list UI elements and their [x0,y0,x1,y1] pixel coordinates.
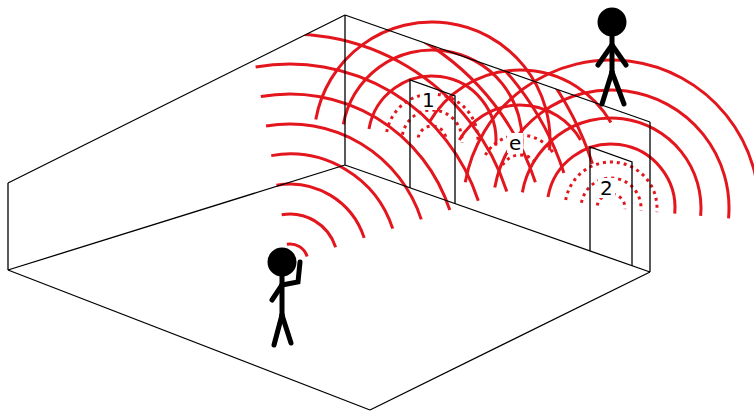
sound-wave [240,0,564,173]
dotted-wave [566,162,657,212]
sound-wave [343,50,522,148]
speaking-person [270,250,300,345]
dotted-wave [418,126,446,141]
door-number: 2 [598,178,615,198]
sound-wave [465,60,754,221]
sound-waves-outside [316,22,754,221]
sound-wave [522,118,701,216]
sound-wave [261,94,450,210]
sound-wave [316,22,550,150]
dotted-wave [503,155,538,165]
sound-wave [256,64,479,201]
sound-wave [271,154,392,229]
sound-wave [429,70,611,123]
sound-wave [276,184,364,238]
door-number: 1 [420,90,437,110]
room-outline [8,15,650,410]
sound-wave [282,214,336,247]
sound-wave [266,124,421,219]
wall-label: e [507,133,523,153]
listening-person [598,10,626,104]
door [410,80,455,204]
door [590,147,632,266]
sound-wave [369,76,496,146]
